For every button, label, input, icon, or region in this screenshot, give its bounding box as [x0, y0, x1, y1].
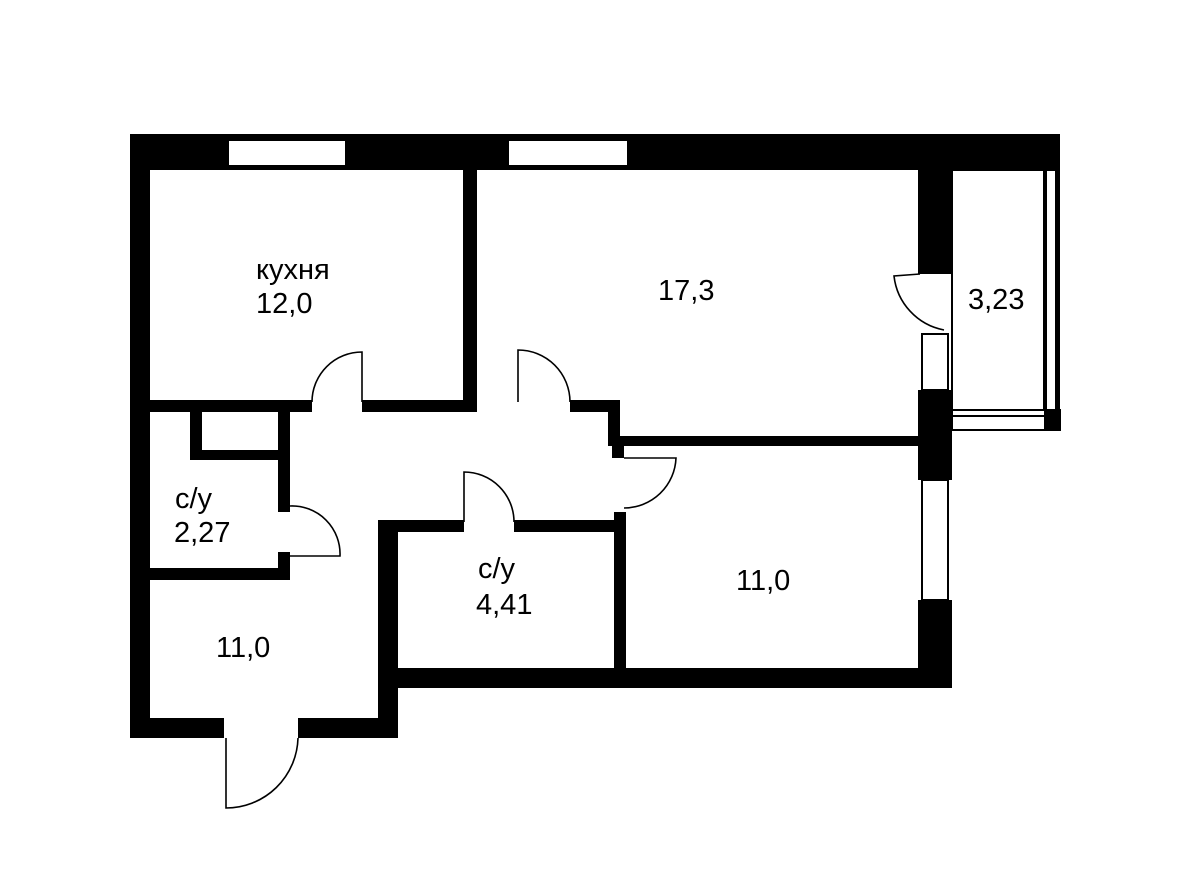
windows [227, 139, 1057, 601]
balcony [951, 169, 1061, 431]
living-room-area: 17,3 [658, 275, 714, 307]
living-side-window [921, 333, 949, 391]
kitchen-name: кухня [256, 254, 330, 286]
balcony-area: 3,23 [968, 284, 1024, 316]
bathroom-small-name: с/у [175, 483, 213, 515]
hallway-area: 11,0 [216, 632, 270, 664]
bathroom-large-door[interactable] [463, 471, 515, 523]
kitchen-area: 12,0 [256, 288, 312, 320]
living-room-door[interactable] [517, 349, 571, 403]
bedroom-door[interactable] [623, 457, 677, 509]
bathroom-large-area: 4,41 [476, 589, 532, 621]
room-labels: кухня 12,0 17,3 3,23 с/у 2,27 с/у 4,41 1… [174, 254, 1024, 664]
kitchen-door[interactable] [311, 351, 363, 403]
bathroom-small-area: 2,27 [174, 517, 230, 549]
bathroom-small-door[interactable] [289, 505, 341, 557]
doors [225, 273, 945, 809]
living-window [507, 139, 629, 167]
bedroom-window [921, 479, 949, 601]
entrance-door[interactable] [225, 737, 299, 809]
kitchen-window [227, 139, 347, 167]
balcony-door[interactable] [893, 273, 945, 331]
bedroom-area: 11,0 [736, 565, 790, 597]
bathroom-large-name: с/у [478, 553, 516, 585]
